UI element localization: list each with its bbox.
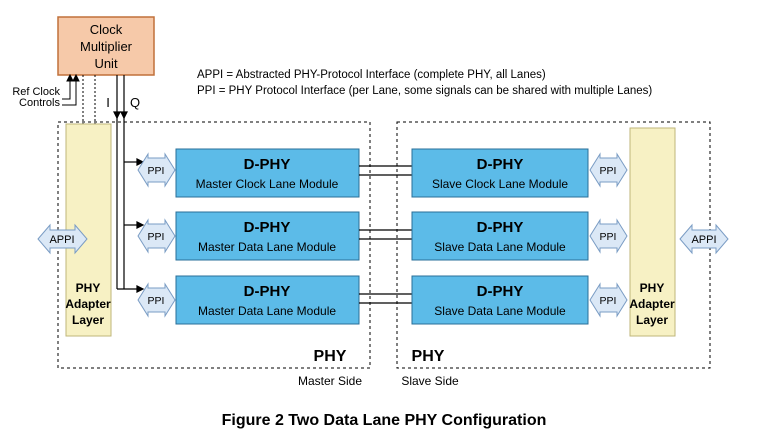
clock-unit-line1: Clock [90,22,123,37]
slave-phy-label: PHY [412,348,445,365]
clock-unit-line3: Unit [94,56,118,71]
lane-wires [359,293,412,304]
master-appi-label: APPI [49,234,74,246]
lane-wires [359,165,412,176]
master-side-label: Master Side [298,374,362,388]
slave-ppi-arrow [589,282,628,318]
slave-ppi-label: PPI [600,295,617,307]
slave-appi-arrow: APPI [679,223,729,255]
clock-unit-line2: Multiplier [80,39,133,54]
master-phy-label: PHY [314,348,347,365]
ref-clock-label-line2: Controls [19,97,60,109]
lane-row-clock: PPI D-PHY Master Clock Lane Module D-PHY… [137,148,628,198]
master-data-lane-module [175,211,360,261]
master-ppi-arrow [137,218,176,254]
slave-adapter-line3: Layer [636,313,668,327]
master-lane-subtitle: Master Clock Lane Module [196,177,339,191]
slave-ppi-label: PPI [600,165,617,177]
signal-q-label: Q [130,95,140,110]
figure-caption: Figure 2 Two Data Lane PHY Configuration [222,412,547,429]
master-lane-title: D-PHY [244,283,291,300]
slave-data-lane-module [411,211,589,261]
slave-ppi-arrow [589,152,628,188]
slave-clock-lane-module [411,148,589,198]
master-lane-subtitle: Master Data Lane Module [198,240,336,254]
master-lane-title: D-PHY [244,219,291,236]
slave-ppi-arrow [589,218,628,254]
master-adapter-line1: PHY [76,281,101,295]
slave-appi-label: APPI [691,234,716,246]
clock-multiplier-unit: Clock Multiplier Unit [57,16,155,76]
slave-ppi-label: PPI [600,231,617,243]
slave-lane-subtitle: Slave Data Lane Module [434,304,566,318]
master-clock-lane-module [175,148,360,198]
master-ppi-label: PPI [148,295,165,307]
master-lane-title: D-PHY [244,156,291,173]
master-lane-subtitle: Master Data Lane Module [198,304,336,318]
slave-adapter-line2: Adapter [629,297,675,311]
slave-lane-title: D-PHY [477,219,524,236]
slave-data-lane-module [411,275,589,325]
master-data-lane-module [175,275,360,325]
master-ppi-label: PPI [148,165,165,177]
lane-wires [359,229,412,240]
legend-ppi: PPI = PHY Protocol Interface (per Lane, … [197,85,652,97]
master-adapter-line2: Adapter [65,297,111,311]
slave-side-boundary [396,121,711,369]
legend-appi: APPI = Abstracted PHY-Protocol Interface… [197,69,546,81]
master-ppi-arrow [137,282,176,318]
lane-row-data-1: PPI D-PHY Master Data Lane Module D-PHY … [137,211,628,261]
slave-lane-subtitle: Slave Clock Lane Module [432,177,568,191]
slave-side-label: Slave Side [401,374,459,388]
slave-phy-adapter-layer: PHY Adapter Layer [629,127,676,337]
ref-clock-label-line1: Ref Clock [12,86,60,98]
slave-lane-title: D-PHY [477,156,524,173]
master-adapter-line3: Layer [72,313,104,327]
slave-lane-subtitle: Slave Data Lane Module [434,240,566,254]
clock-dashed-links [82,75,96,124]
iq-signal-lines [113,75,145,293]
lane-row-data-2: PPI D-PHY Master Data Lane Module D-PHY … [137,275,628,325]
master-ppi-arrow [137,152,176,188]
master-ppi-label: PPI [148,231,165,243]
signal-i-label: I [106,95,110,110]
master-appi-arrow: APPI [37,223,88,255]
ref-clock-arrows [62,73,80,106]
slave-adapter-line1: PHY [640,281,665,295]
slave-lane-title: D-PHY [477,283,524,300]
